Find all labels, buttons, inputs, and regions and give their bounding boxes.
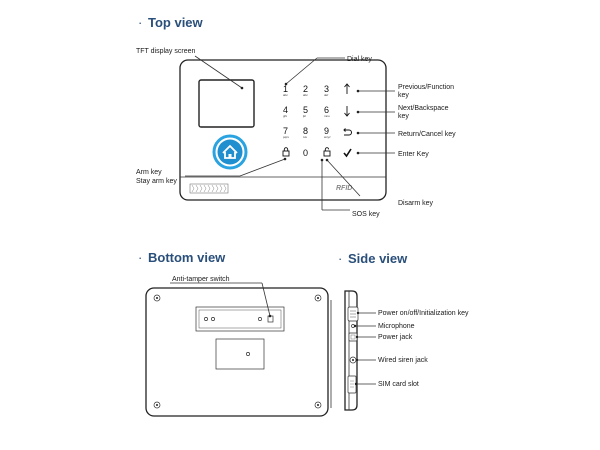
bracket-hole-right (258, 317, 262, 321)
bottom-view-title: Bottom view (148, 250, 226, 265)
key-2[interactable]: 2 (303, 84, 308, 94)
key-9[interactable]: 9 (324, 126, 329, 136)
key-1-sub: abc (283, 93, 288, 97)
home-button[interactable] (217, 139, 243, 165)
top-view-section: · Top view RFID 1 abc 2 abc 3 def 4 (136, 15, 456, 218)
mounting-bracket-inner (198, 309, 282, 329)
lock-icon[interactable] (282, 147, 290, 157)
key-4-sub: ghi (283, 114, 287, 118)
return-icon[interactable] (343, 128, 352, 136)
side-view-section: · Side view Power on/off/Initialization … (338, 251, 469, 411)
label-disarm-key: Disarm key (398, 200, 434, 207)
top-view-title: Top view (148, 15, 204, 30)
unlock-icon[interactable] (323, 147, 331, 157)
key-0[interactable]: 0 (303, 148, 308, 158)
label-anti-tamper: Anti-tamper switch (172, 276, 230, 283)
keypad: 1 abc 2 abc 3 def 4 ghi 5 jkl 6 mno 7 pq… (282, 83, 352, 158)
key-3-sub: def (324, 93, 328, 97)
key-2-sub: abc (303, 93, 308, 97)
arrow-up-icon[interactable] (344, 83, 350, 94)
tamper-callout-d (261, 282, 271, 317)
key-7-sub: pqrs (283, 135, 289, 139)
label-wired-siren-jack: Wired siren jack (378, 357, 428, 364)
sim-card-slot[interactable] (347, 375, 357, 394)
key-7[interactable]: 7 (283, 126, 288, 136)
key-8[interactable]: 8 (303, 126, 308, 136)
bottom-view-bullet: · (138, 250, 142, 265)
label-next-backspace-1: Next/Backspace (398, 105, 449, 112)
bracket-hole-left-2 (211, 317, 215, 321)
key-8-sub: tuv (303, 135, 308, 139)
key-6[interactable]: 6 (324, 105, 329, 115)
label-sos-key: SOS key (352, 211, 380, 218)
key-6-sub: mno (324, 114, 330, 118)
arrow-down-icon[interactable] (344, 106, 350, 117)
label-arm-key: Arm key (136, 169, 162, 176)
bottom-view-section: · Bottom view Anti-tamper switch (138, 250, 332, 417)
speaker-grille (189, 183, 229, 194)
label-next-backspace-2: key (398, 113, 409, 120)
checkmark-icon[interactable] (343, 148, 352, 158)
rfid-logo: RFID (336, 185, 352, 192)
screw-holes (153, 294, 322, 409)
label-return-cancel: Return/Cancel key (398, 131, 456, 138)
label-enter-key: Enter Key (398, 151, 429, 158)
tft-display-screen (198, 79, 255, 128)
label-sim-card-slot: SIM card slot (378, 381, 419, 388)
label-dial-key: Dial key (347, 56, 372, 63)
side-callouts (353, 311, 376, 386)
key-5-sub: jkl (302, 114, 306, 118)
side-ports (347, 306, 359, 394)
top-callouts (185, 55, 395, 211)
tamper-callout-dot (268, 314, 272, 318)
label-power-jack: Power jack (378, 334, 413, 341)
label-stay-arm-key: Stay arm key (136, 178, 177, 185)
home-icon (222, 144, 238, 159)
label-previous-function-1: Previous/Function (398, 84, 454, 91)
side-view-title: Side view (348, 251, 408, 266)
label-plate (215, 338, 265, 370)
label-tft-display: TFT display screen (136, 48, 195, 55)
key-9-sub: wxyz (324, 135, 331, 139)
key-1[interactable]: 1 (283, 84, 288, 94)
label-previous-function-2: key (398, 92, 409, 99)
key-5[interactable]: 5 (303, 105, 308, 115)
label-microphone: Microphone (378, 323, 415, 330)
power-jack[interactable] (348, 332, 358, 342)
label-plate-hole (246, 352, 250, 356)
side-view-bullet: · (338, 251, 342, 266)
top-view-bullet: · (138, 15, 142, 30)
key-4[interactable]: 4 (283, 105, 288, 115)
key-3[interactable]: 3 (324, 84, 329, 94)
label-power-key: Power on/off/Initialization key (378, 310, 469, 317)
bracket-hole-left-1 (204, 317, 208, 321)
